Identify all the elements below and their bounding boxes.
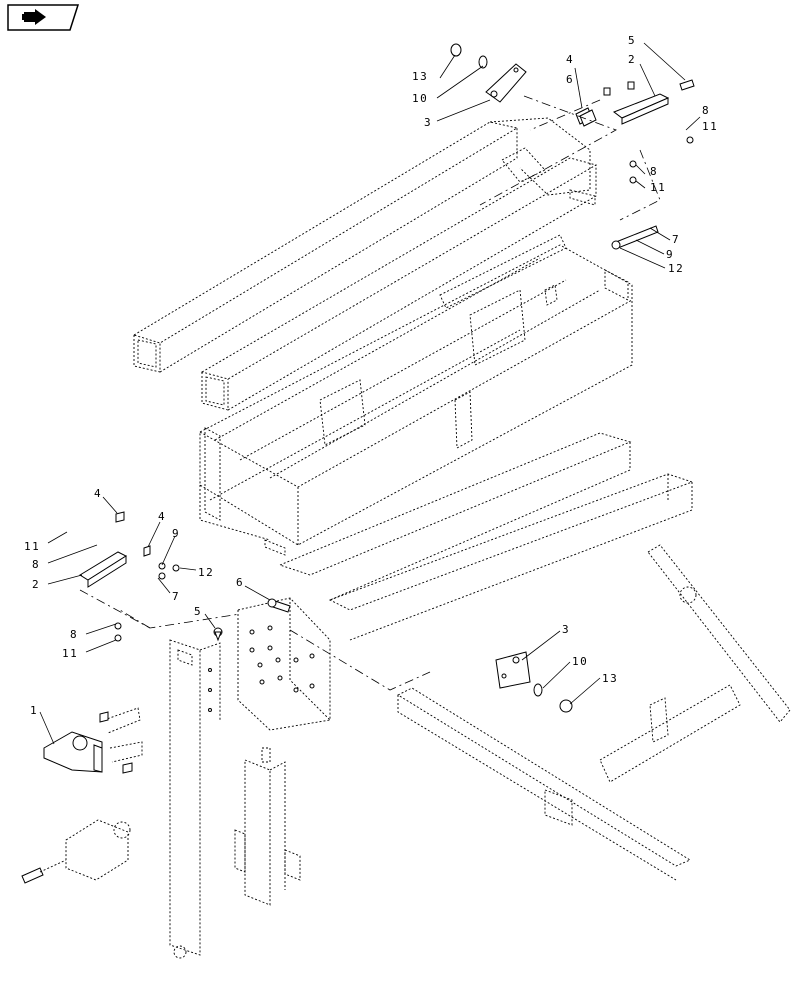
callout-leaders (39, 42, 701, 745)
callout-4-l1: 4 (94, 487, 102, 500)
bolt-item-5-top (679, 79, 695, 91)
callout-3-mid: 3 (562, 623, 570, 636)
small-hardware-left (114, 562, 180, 642)
side-frame-right (599, 544, 791, 783)
callout-10-top: 10 (412, 92, 428, 105)
main-frame (199, 234, 633, 556)
washer-item-10-mid (533, 683, 543, 697)
u-bolts (99, 707, 143, 774)
nut-item-13-mid (559, 699, 573, 713)
bracket-item-2-left (79, 551, 128, 588)
small-hardware-top-right (629, 136, 694, 184)
callout-8-mid: 8 (650, 165, 658, 178)
callout-11-l: 11 (24, 540, 40, 553)
callout-4-top: 4 (566, 53, 574, 66)
vertical-post-center (234, 747, 301, 906)
callout-2-top: 2 (628, 53, 636, 66)
back-arrow-icon (22, 9, 46, 25)
link-item-3-mid (495, 651, 531, 689)
callout-10-mid: 10 (572, 655, 588, 668)
callout-7-l: 7 (172, 590, 180, 603)
callout-6-mid: 6 (236, 576, 244, 589)
assembly-center-lines (79, 95, 661, 691)
bracket-item-2-top (603, 81, 670, 125)
pin-item-6-top (575, 107, 597, 127)
link-item-3-top (485, 63, 527, 103)
vertical-post-left (169, 639, 221, 959)
callout-9-l: 9 (172, 527, 180, 540)
callout-1: 1 (30, 704, 38, 717)
callout-11-lb: 11 (62, 647, 78, 660)
callout-8-l: 8 (32, 558, 40, 571)
callout-12-l: 12 (198, 566, 214, 579)
top-receiver-block (489, 117, 596, 206)
callout-4-l2: 4 (158, 510, 166, 523)
upper-tube-right (200, 157, 598, 411)
callout-8-lb: 8 (70, 628, 78, 641)
callout-12-r: 12 (668, 262, 684, 275)
nut-item-13-top (450, 43, 462, 57)
callout-5-top: 5 (628, 34, 636, 47)
bolt-stack-right (611, 225, 659, 250)
callout-13-mid: 13 (602, 672, 618, 685)
lower-tube-front (328, 473, 694, 641)
back-button[interactable] (7, 4, 80, 31)
callout-5-mid: 5 (194, 605, 202, 618)
callout-2-l: 2 (32, 578, 40, 591)
callout-13-top: 13 (412, 70, 428, 83)
callout-11-mid: 11 (650, 181, 666, 194)
lower-tube-rear (278, 432, 632, 601)
mount-plate (237, 597, 331, 731)
upper-tube-left (132, 121, 519, 373)
callout-3-top: 3 (424, 116, 432, 129)
bracket-item-1 (43, 731, 103, 773)
callout-7-r: 7 (672, 233, 680, 246)
washer-item-10-top (478, 55, 488, 69)
callout-11-tr: 11 (702, 120, 718, 133)
clamp-block (21, 819, 131, 884)
pin-item-6-mid (267, 598, 291, 613)
bolt-item-4-left (115, 511, 151, 557)
callout-9-r: 9 (666, 248, 674, 261)
bolt-item-5-mid (213, 627, 223, 642)
callout-8-tr: 8 (702, 104, 710, 117)
plate-holes (249, 625, 315, 693)
callout-labels: 5 2 4 6 13 10 3 8 11 8 11 7 9 12 4 4 11 … (24, 34, 718, 717)
callout-6-top: 6 (566, 73, 574, 86)
lower-diagonal-frame (397, 687, 691, 881)
